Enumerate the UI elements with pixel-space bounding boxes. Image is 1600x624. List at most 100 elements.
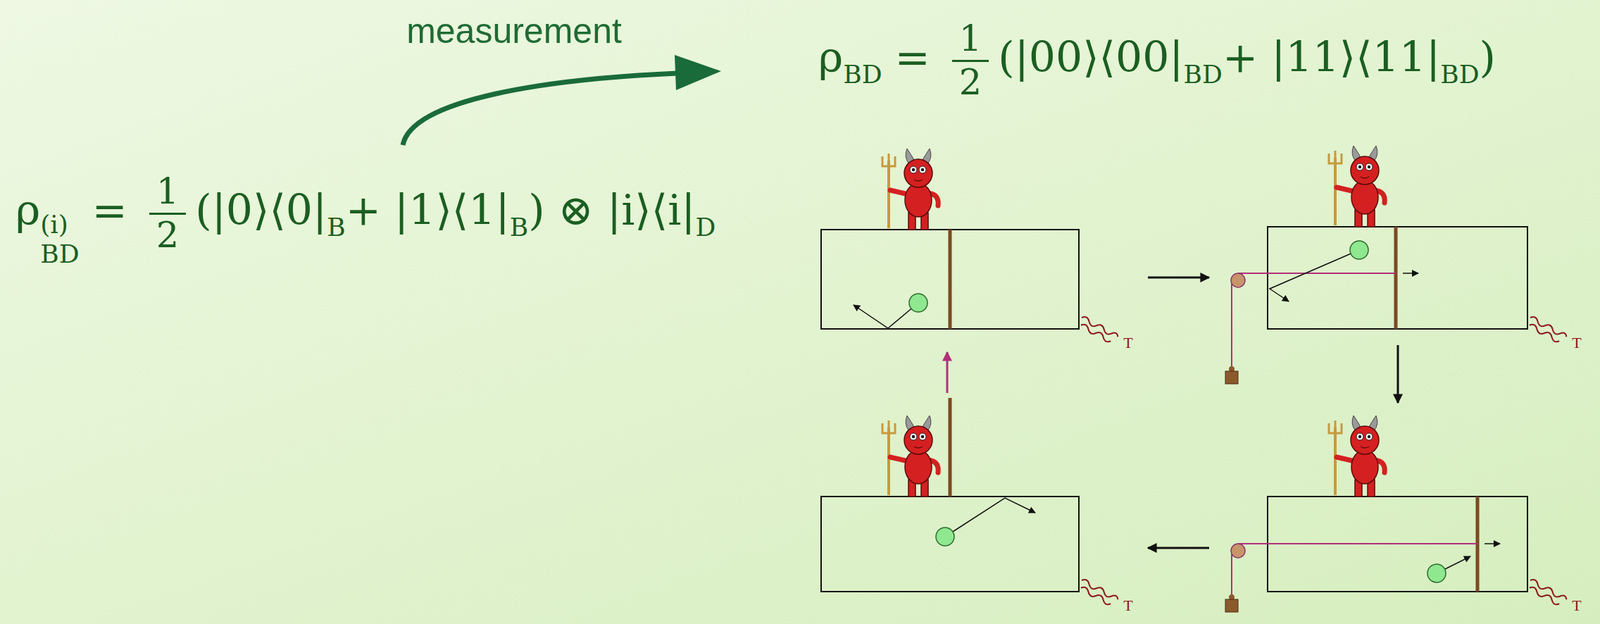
formula-part: BD [1183, 59, 1223, 89]
formula-part: BD [842, 59, 882, 89]
formula-part: 1 [952, 18, 990, 62]
demon-eye [1365, 433, 1373, 441]
formula-part: D [695, 212, 717, 242]
trajectory [853, 302, 919, 329]
heat-bath-wave [1528, 315, 1567, 339]
motion-arrow [1484, 542, 1500, 545]
formula-part: 2 [959, 61, 982, 104]
demon-pupil [911, 435, 915, 439]
particle [909, 293, 928, 312]
particle [1427, 564, 1446, 583]
trident [887, 427, 891, 496]
trident-prongs [1328, 420, 1342, 434]
demon-mouth [1360, 176, 1370, 179]
demon [882, 415, 939, 497]
fraction: 12 [952, 18, 990, 103]
heat-bath-wave [1079, 323, 1112, 344]
heat-bath-wave [1079, 585, 1112, 607]
heat-bath [1526, 315, 1568, 346]
motion-arrow [1402, 272, 1419, 274]
formula-part: (i) [40, 209, 79, 239]
heat-bath [1526, 578, 1568, 608]
index-stack: (i)BD [40, 209, 79, 269]
formula-part: + |11⟩⟨11| [1222, 32, 1441, 82]
demon-eye [1365, 163, 1373, 171]
formula-part: 1 [149, 171, 187, 215]
formula-part: ρ [15, 185, 41, 235]
temperature-label: T [1123, 596, 1133, 615]
measurement-label: measurement [406, 10, 622, 52]
demon-eye [1356, 433, 1364, 441]
formula-part: 2 [156, 214, 179, 257]
formula-part: B [326, 212, 346, 242]
fraction: 12 [149, 171, 187, 256]
demon-mouth [914, 446, 923, 448]
trident-prongs [1328, 150, 1342, 164]
demon-eye [919, 433, 927, 441]
trajectory [945, 497, 1036, 537]
partition [1394, 226, 1398, 329]
string [1230, 550, 1233, 596]
formula-part: ) ⊗ |i⟩⟨i| [528, 185, 696, 235]
step-arrow [1397, 345, 1400, 403]
demon-pupil [1358, 435, 1362, 439]
heat-bath [1077, 578, 1120, 608]
demon-head [1350, 426, 1379, 455]
pulley [1230, 273, 1246, 288]
demon [882, 148, 939, 230]
heat-bath-wave [1528, 578, 1567, 602]
demon-body [904, 183, 932, 217]
weight [1225, 599, 1239, 612]
demon-eye [909, 166, 917, 174]
temperature-label: T [1571, 333, 1581, 353]
box [821, 229, 1079, 329]
demon-head [1350, 156, 1379, 185]
demon [1328, 145, 1385, 227]
formula-part: = [895, 32, 931, 82]
formula-before-measurement: ρ(i)BD=12(|0⟩⟨0|B+ |1⟩⟨1|B) ⊗ |i⟩⟨i|D [15, 171, 716, 269]
formula-part: ρ [818, 32, 843, 82]
partition [948, 229, 953, 329]
formula-part: = [92, 185, 128, 235]
demon-mouth [1360, 446, 1370, 448]
string [1238, 542, 1478, 545]
formula-part: (|0⟩⟨0| [195, 185, 327, 235]
trident [1333, 427, 1337, 496]
trajectory [1269, 250, 1360, 302]
trident-prongs [882, 420, 896, 434]
string [1230, 280, 1233, 368]
trident [887, 160, 891, 229]
demon-eye [909, 433, 917, 441]
demon-pupil [1367, 435, 1371, 439]
temperature-label: T [1571, 596, 1581, 615]
step-arrow [1147, 547, 1210, 550]
demon-pupil [921, 168, 924, 172]
demon [1328, 415, 1385, 497]
particle [935, 527, 955, 546]
demon-body [1351, 450, 1379, 484]
demon-body [1351, 180, 1379, 215]
demon-pupil [911, 168, 915, 172]
heat-bath-wave [1080, 315, 1119, 339]
demon-body [904, 450, 932, 484]
heat-bath-wave [1528, 323, 1561, 344]
formula-part: + |1⟩⟨1| [345, 185, 510, 235]
heat-bath [1077, 315, 1120, 346]
demon-eye [919, 166, 927, 174]
demon-eye [1356, 163, 1364, 171]
temperature-label: T [1123, 333, 1133, 353]
formula-part: BD [1440, 59, 1479, 89]
demon-pupil [1367, 165, 1371, 169]
demon-head [904, 159, 933, 188]
box [1267, 226, 1528, 329]
heat-bath-wave [1080, 578, 1119, 602]
measurement-arrow [402, 73, 678, 146]
demon-head [904, 426, 933, 455]
step-arrow [1147, 276, 1210, 279]
trident-prongs [882, 153, 896, 167]
string [1238, 272, 1396, 274]
trident [1333, 157, 1337, 226]
lift-arrow [946, 352, 949, 393]
formula-part: B [509, 212, 529, 242]
